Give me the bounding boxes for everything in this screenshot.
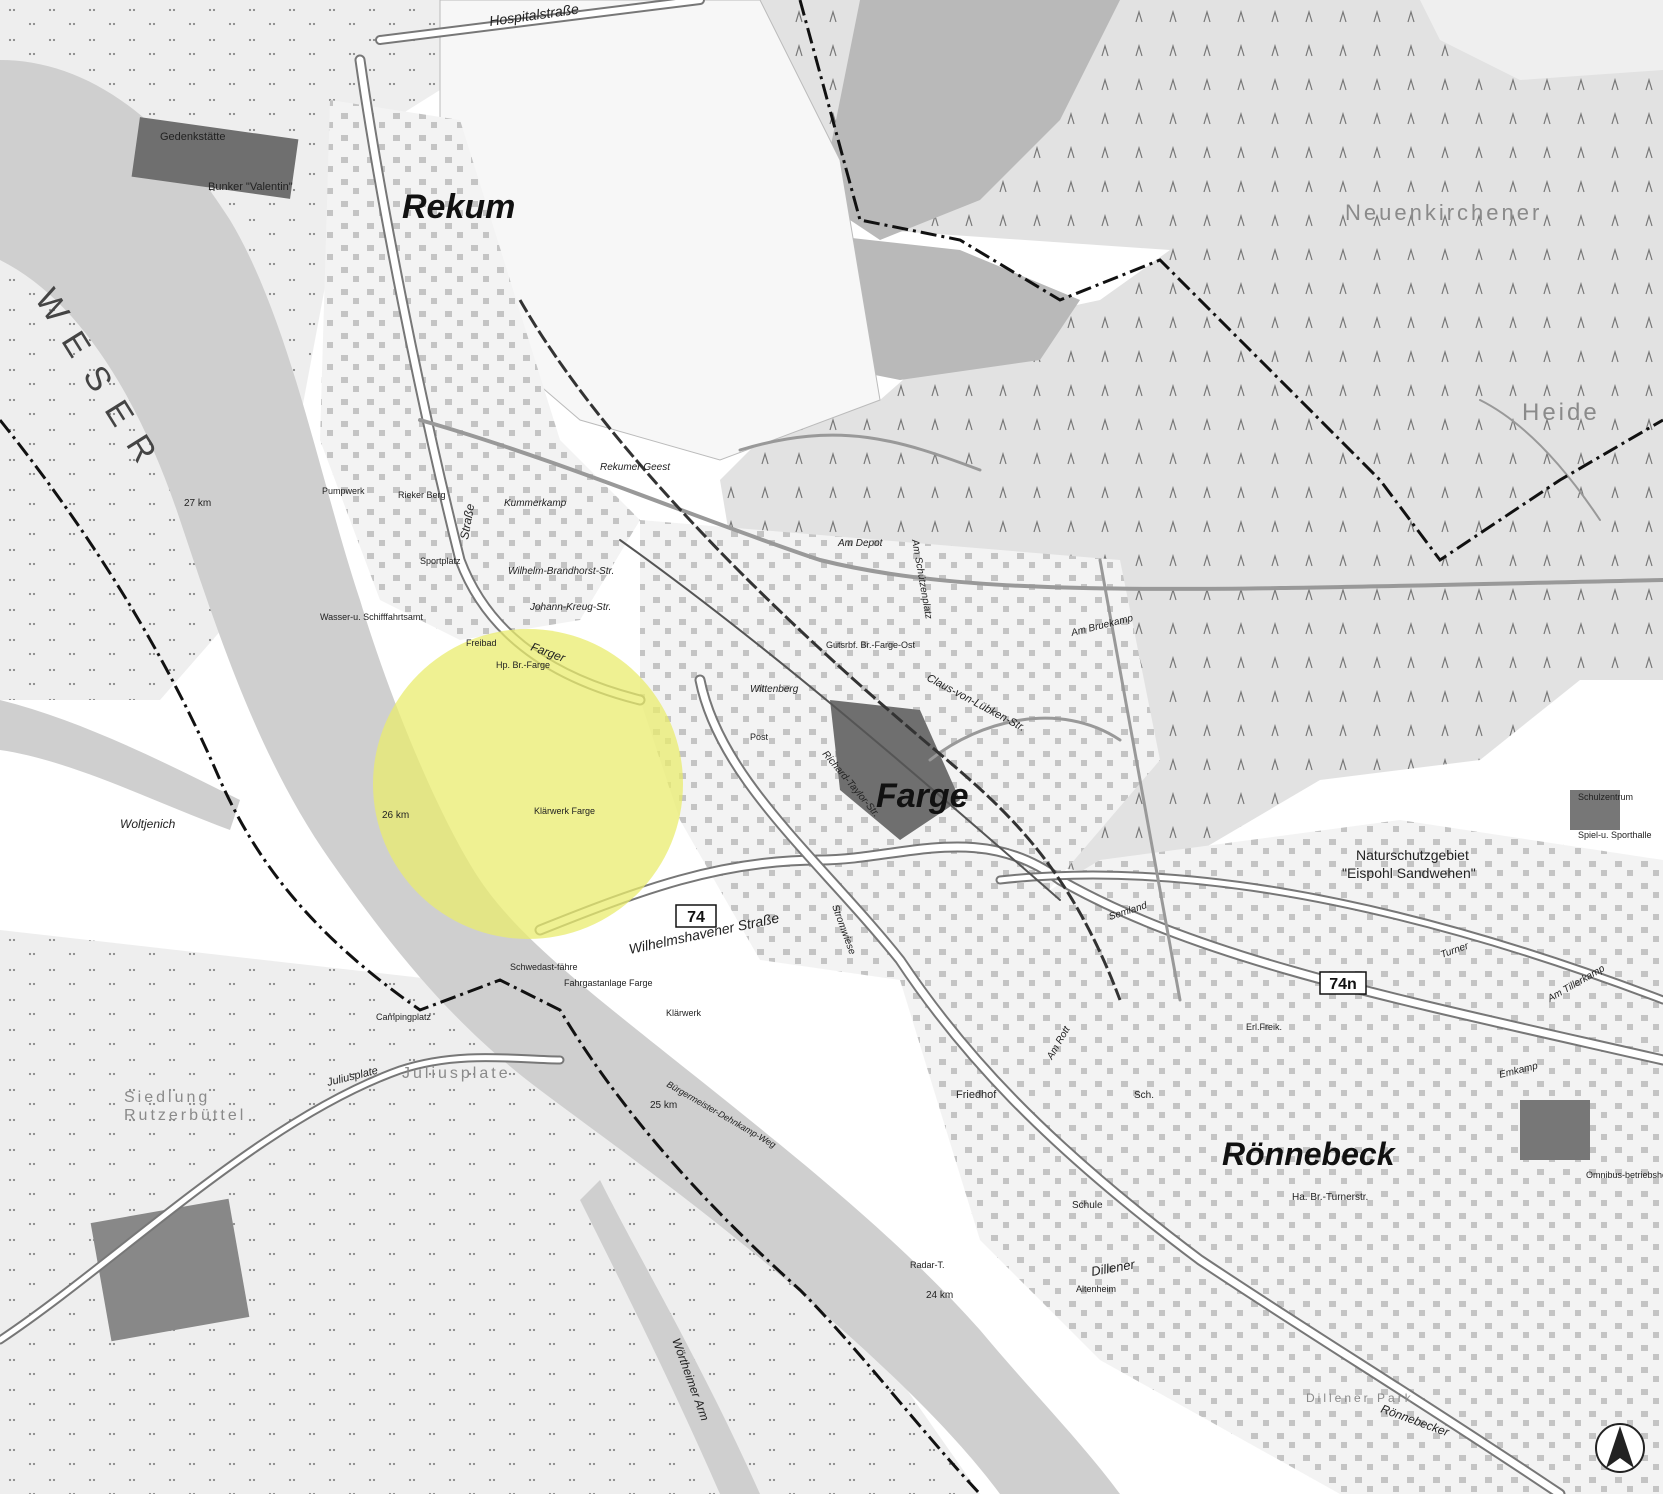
railway-line <box>518 299 1122 1001</box>
school-building <box>1570 790 1620 830</box>
label-rieker-berg: Rieker Berg <box>398 490 446 500</box>
river-km-26: 26 km <box>382 810 409 821</box>
state-boundary-south <box>0 419 982 1494</box>
label-bunker: Bunker "Valentin" <box>208 181 293 193</box>
label-klaerwerk-2: Klärwerk <box>666 1008 702 1018</box>
label-gedenkstaette: Gedenkstätte <box>160 131 225 143</box>
bunker-valentin-building <box>131 117 299 199</box>
label-freibad: Freibad <box>466 638 497 648</box>
area-rutzerbuettel: Rutzerbüttel <box>124 1107 246 1124</box>
label-post: Post <box>750 732 769 742</box>
label-naturschutz-name: "Eispohl Sandwehen" <box>1342 865 1476 881</box>
label-schule: Schule <box>1072 1200 1103 1211</box>
street-wilhelm-brandhorst: Wilhelm-Brandhorst-Str. <box>508 566 614 577</box>
label-erfrek: Erl.Freik. <box>1246 1022 1282 1032</box>
river-km-24: 24 km <box>926 1290 953 1301</box>
area-neuenkirchener: Neuenkirchener <box>1345 200 1542 225</box>
svg-text:74: 74 <box>687 909 705 926</box>
place-rekum: Rekum <box>402 188 515 226</box>
label-sch: Sch. <box>1134 1090 1154 1101</box>
label-sportplatz: Sportplatz <box>420 556 461 566</box>
light-heath-patch <box>1420 0 1663 80</box>
town-rekum <box>320 100 640 640</box>
street-rekumer-geest: Rekumer Geest <box>600 462 671 473</box>
label-radar: Radar-T. <box>910 1260 945 1270</box>
street-johann-kreug: Johann-Kreug-Str. <box>529 602 611 613</box>
label-spiel-sport: Spiel-u. Sporthalle <box>1578 830 1652 840</box>
route-shield-74: 74 <box>675 904 717 928</box>
label-friedhof: Friedhof <box>956 1089 997 1101</box>
industrial-plant <box>830 700 960 840</box>
label-pumpwerk: Pumpwerk <box>322 486 365 496</box>
area-juliusplate: Juliusplate <box>402 1065 511 1082</box>
highlight-area <box>373 629 683 939</box>
meadow-area-southwest <box>0 930 980 1494</box>
label-schulzentrum: Schulzentrum <box>1578 792 1633 802</box>
river-km-27: 27 km <box>184 498 211 509</box>
label-dillener-park: Dillener Park <box>1306 1391 1414 1405</box>
weser-river <box>0 60 1120 1494</box>
label-hbf-farge: Hp. Br.-Farge <box>496 660 550 670</box>
label-gutsbf: Gutsrbf. Br.-Farge-Ost <box>826 640 916 650</box>
label-naturschutz-title: Naturschutzgebiet <box>1356 847 1469 863</box>
dark-forest-patch <box>820 0 1120 240</box>
street-turnerstrasse-station: Ha. Br.-Turnerstr. <box>1292 1192 1368 1203</box>
label-klaerwerk: Klärwerk Farge <box>534 806 595 816</box>
street-wittenberg: Wittenberg <box>750 684 799 695</box>
label-campingplatz: Campingplatz <box>376 1012 432 1022</box>
bus-depot-building <box>1520 1100 1590 1160</box>
svg-text:74n: 74n <box>1329 976 1357 993</box>
street-am-depot: Am Depot <box>837 538 884 549</box>
street-rekumer-strasse: Straße <box>457 502 477 540</box>
area-heide: Heide <box>1522 399 1600 426</box>
town-roennebeck <box>900 820 1663 1494</box>
label-omnibus: Omnibus-betriebshof <box>1586 1170 1663 1180</box>
label-schifffahrtsamt: Wasser-u. Schifffahrtsamt <box>320 612 423 622</box>
river-km-25: 25 km <box>650 1100 677 1111</box>
place-roennebeck: Rönnebeck <box>1222 1136 1397 1172</box>
street-woltjenich: Woltjenich <box>120 817 176 831</box>
north-arrow-icon <box>1595 1423 1645 1473</box>
street-kummerkamp: Kummerkamp <box>504 498 567 509</box>
label-fahrgastanlage: Fahrgastanlage Farge <box>564 978 653 988</box>
woerdener-arm <box>580 1180 760 1494</box>
label-altenheim: Altenheim <box>1076 1284 1116 1294</box>
area-siedlung: Siedlung <box>124 1089 210 1106</box>
route-shield-74n: 74n <box>1319 971 1367 995</box>
state-boundary <box>798 0 1663 563</box>
woltjenich-side-arm <box>0 700 240 830</box>
place-farge: Farge <box>876 777 969 815</box>
harbour-blocks <box>90 1198 250 1342</box>
label-faehre: Schwedast-fähre <box>510 962 578 972</box>
